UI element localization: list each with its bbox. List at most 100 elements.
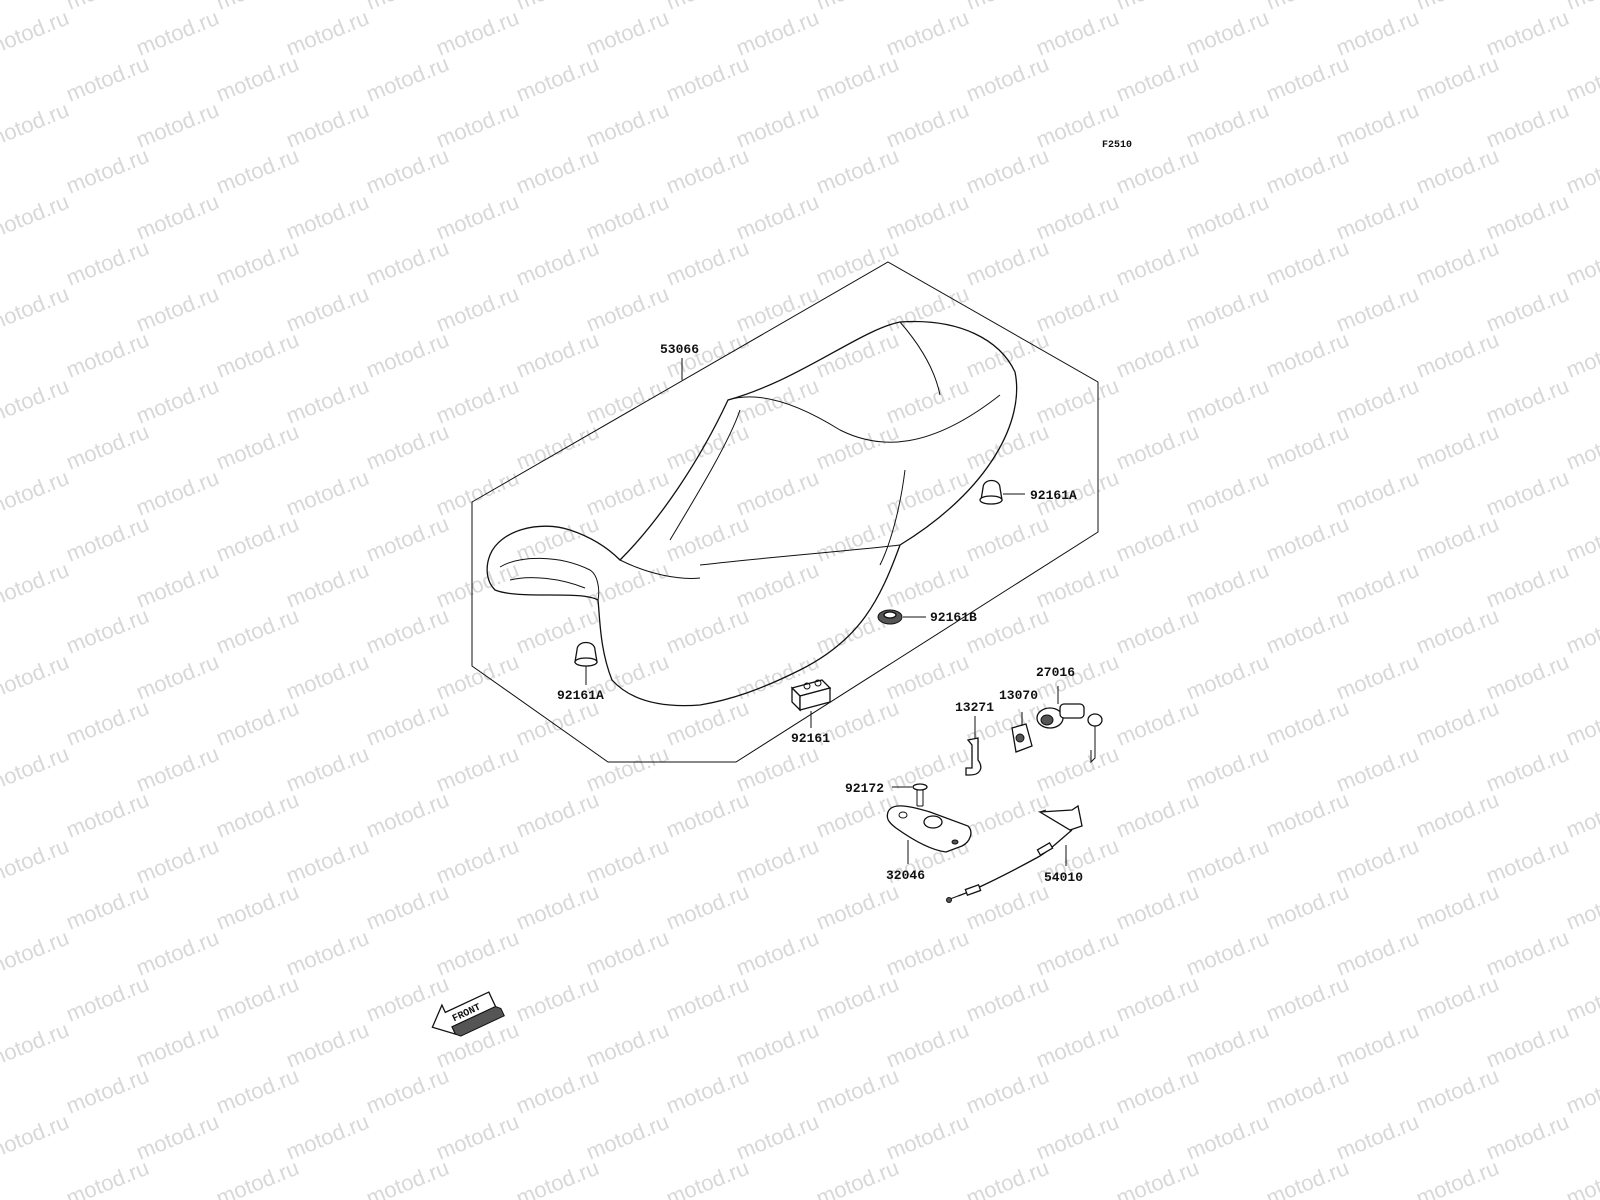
watermark-text: motod.ru xyxy=(963,787,1053,843)
watermark-text: motod.ru xyxy=(663,51,753,107)
watermark-text: motod.ru xyxy=(813,511,903,567)
watermark-text: motod.ru xyxy=(1483,741,1573,797)
watermark-text: motod.ru xyxy=(1033,373,1123,429)
watermark-text: motod.ru xyxy=(883,373,973,429)
watermark-text: motod.ru xyxy=(883,5,973,61)
watermark-text: motod.ru xyxy=(363,327,453,383)
watermark-text: motod.ru xyxy=(433,189,523,245)
watermark-text: motod.ru xyxy=(883,465,973,521)
watermark-text: motod.ru xyxy=(0,143,2,199)
watermark-text: motod.ru xyxy=(0,5,72,61)
watermark-text: motod.ru xyxy=(213,51,303,107)
watermark-text: motod.ru xyxy=(813,971,903,1027)
watermark-text: motod.ru xyxy=(63,879,153,935)
watermark-text: motod.ru xyxy=(1333,649,1423,705)
watermark-text: motod.ru xyxy=(63,235,153,291)
watermark-text: motod.ru xyxy=(1333,97,1423,153)
watermark-text: motod.ru xyxy=(433,741,523,797)
watermark-text: motod.ru xyxy=(1033,189,1123,245)
watermark-text: motod.ru xyxy=(0,511,2,567)
watermark-text: motod.ru xyxy=(0,557,72,613)
watermark-text: motod.ru xyxy=(133,1109,223,1165)
watermark-text: motod.ru xyxy=(1183,741,1273,797)
watermark-text: motod.ru xyxy=(1263,695,1353,751)
watermark-text: motod.ru xyxy=(283,189,373,245)
watermark-text: motod.ru xyxy=(813,327,903,383)
watermark-text: motod.ru xyxy=(1563,879,1600,935)
watermark-text: motod.ru xyxy=(1113,971,1203,1027)
watermark-text: motod.ru xyxy=(1033,1017,1123,1073)
watermark-text: motod.ru xyxy=(133,281,223,337)
watermark-text: motod.ru xyxy=(513,51,603,107)
watermark-text: motod.ru xyxy=(63,695,153,751)
watermark-text: motod.ru xyxy=(63,511,153,567)
watermark-text: motod.ru xyxy=(883,1109,973,1165)
watermark-text: motod.ru xyxy=(663,1063,753,1119)
watermark-text: motod.ru xyxy=(363,879,453,935)
watermark-text: motod.ru xyxy=(1413,327,1503,383)
watermark-text: motod.ru xyxy=(1333,5,1423,61)
watermark-text: motod.ru xyxy=(433,97,523,153)
watermark-text: motod.ru xyxy=(513,787,603,843)
guide-part xyxy=(965,716,982,776)
watermark-text: motod.ru xyxy=(1483,833,1573,889)
watermark-text: motod.ru xyxy=(1263,1155,1353,1200)
watermark-text: motod.ru xyxy=(733,557,823,613)
watermark-text: motod.ru xyxy=(583,741,673,797)
watermark-text: motod.ru xyxy=(363,1063,453,1119)
watermark-text: motod.ru xyxy=(1413,1063,1503,1119)
watermark-text: motod.ru xyxy=(0,1017,72,1073)
watermark-text: motod.ru xyxy=(1183,649,1273,705)
watermark-text: motod.ru xyxy=(883,1017,973,1073)
watermark-text: motod.ru xyxy=(883,649,973,705)
watermark-text: motod.ru xyxy=(1263,511,1353,567)
watermark-text: motod.ru xyxy=(963,511,1053,567)
watermark-text: motod.ru xyxy=(283,649,373,705)
watermark-text: motod.ru xyxy=(1333,281,1423,337)
watermark-text: motod.ru xyxy=(213,695,303,751)
holder-part xyxy=(1011,712,1033,753)
watermark-text: motod.ru xyxy=(1183,373,1273,429)
watermark-text: motod.ru xyxy=(1563,1063,1600,1119)
watermark-text: motod.ru xyxy=(0,603,2,659)
watermark-text: motod.ru xyxy=(0,419,2,475)
watermark-text: motod.ru xyxy=(433,833,523,889)
watermark-text: motod.ru xyxy=(63,0,153,15)
watermark-text: motod.ru xyxy=(1333,1017,1423,1073)
watermark-text: motod.ru xyxy=(583,465,673,521)
watermark-text: motod.ru xyxy=(1413,879,1503,935)
watermark-text: motod.ru xyxy=(433,557,523,613)
watermark-text: motod.ru xyxy=(1263,879,1353,935)
watermark-text: motod.ru xyxy=(1483,97,1573,153)
watermark-text: motod.ru xyxy=(283,5,373,61)
watermark-text: motod.ru xyxy=(963,0,1053,15)
watermark-text: motod.ru xyxy=(1183,5,1273,61)
watermark-text: motod.ru xyxy=(0,465,72,521)
watermark-text: motod.ru xyxy=(963,143,1053,199)
watermark-text: motod.ru xyxy=(283,925,373,981)
watermark-text: motod.ru xyxy=(1183,281,1273,337)
watermark-text: motod.ru xyxy=(1483,1017,1573,1073)
label-53066: 53066 xyxy=(660,342,699,357)
watermark-text: motod.ru xyxy=(733,1109,823,1165)
watermark-text: motod.ru xyxy=(883,557,973,613)
watermark-text: motod.ru xyxy=(1413,51,1503,107)
watermark-text: motod.ru xyxy=(1563,971,1600,1027)
watermark-text: motod.ru xyxy=(133,373,223,429)
watermark-text: motod.ru xyxy=(513,1155,603,1200)
watermark-text: motod.ru xyxy=(283,465,373,521)
bracket-part xyxy=(886,805,972,864)
watermark-text: motod.ru xyxy=(1413,419,1503,475)
watermark-text: motod.ru xyxy=(363,787,453,843)
watermark-text: motod.ru xyxy=(283,281,373,337)
watermark-text: motod.ru xyxy=(133,925,223,981)
watermark-text: motod.ru xyxy=(363,695,453,751)
watermark-text: motod.ru xyxy=(733,5,823,61)
label-32046: 32046 xyxy=(886,868,925,883)
watermark-text: motod.ru xyxy=(1033,1109,1123,1165)
watermark-text: motod.ru xyxy=(1113,327,1203,383)
watermark-text: motod.ru xyxy=(1113,787,1203,843)
watermark-text: motod.ru xyxy=(813,1063,903,1119)
watermark-text: motod.ru xyxy=(1113,511,1203,567)
